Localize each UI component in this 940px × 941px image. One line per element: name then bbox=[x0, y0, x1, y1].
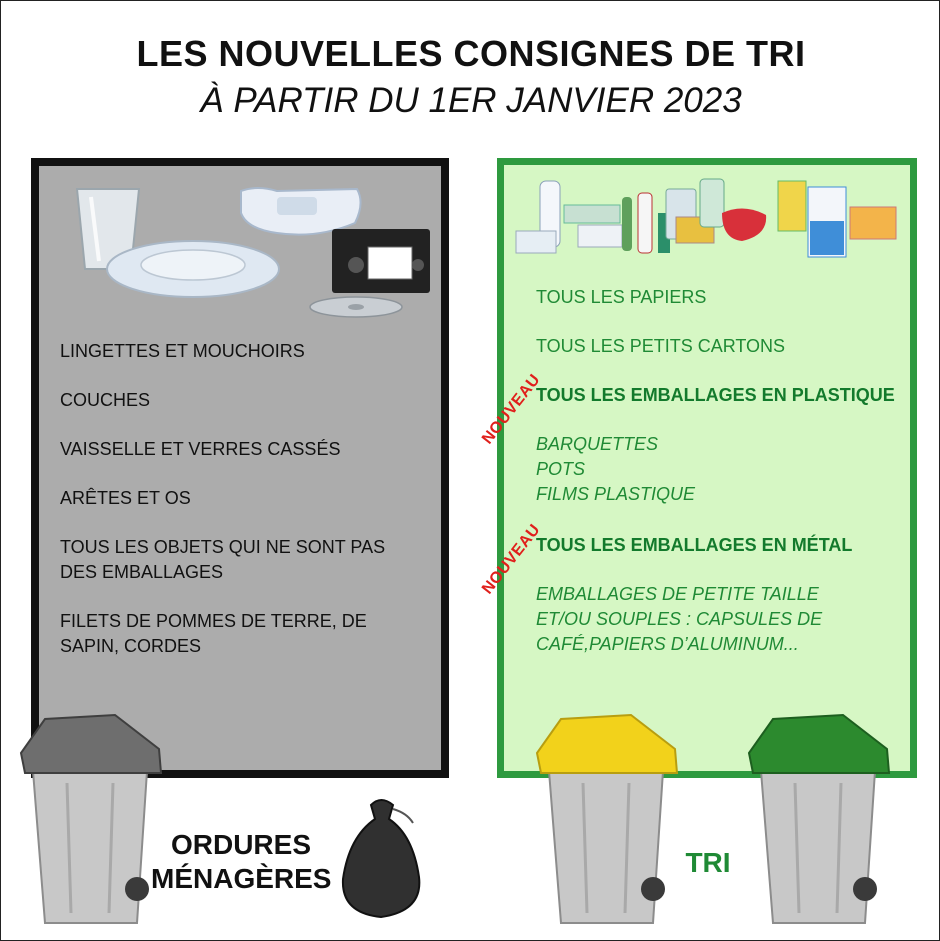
wheelie-bin-icon bbox=[535, 713, 679, 924]
list-item: FILMS PLASTIQUE bbox=[536, 484, 696, 504]
wheelie-bin-icon bbox=[19, 713, 163, 924]
list-item: EMBALLAGES DE PETITE TAILLE ET/OU SOUPLE… bbox=[536, 584, 823, 654]
tri-list: TOUS LES PAPIERS TOUS LES PETITS CARTONS… bbox=[536, 285, 906, 657]
list-item: LINGETTES ET MOUCHOIRS bbox=[60, 341, 305, 361]
videotape-icon bbox=[332, 229, 430, 293]
page-title: LES NOUVELLES CONSIGNES DE TRI bbox=[136, 33, 806, 74]
page-subtitle: À PARTIR DU 1ER JANVIER 2023 bbox=[200, 81, 742, 120]
list-item: ARÊTES ET OS bbox=[60, 488, 191, 508]
tri-label: TRI bbox=[685, 847, 731, 878]
list-item: TOUS LES EMBALLAGES EN MÉTAL bbox=[536, 535, 853, 555]
tri-panel bbox=[497, 158, 917, 778]
cd-icon bbox=[309, 296, 403, 318]
list-item: FILETS DE POMMES DE TERRE, DE SAPIN, COR… bbox=[60, 611, 367, 656]
list-item: COUCHES bbox=[60, 390, 151, 410]
ordures-label: ORDURES MÉNAGÈRES bbox=[151, 829, 332, 894]
list-item: TOUS LES OBJETS QUI NE SONT PAS DES EMBA… bbox=[60, 537, 386, 582]
list-item: BARQUETTES bbox=[536, 434, 659, 454]
list-item: TOUS LES EMBALLAGES EN PLASTIQUE bbox=[536, 385, 895, 405]
packaging-icon bbox=[515, 178, 897, 258]
diaper-icon bbox=[240, 187, 362, 236]
list-item: TOUS LES PAPIERS bbox=[536, 287, 707, 307]
ordures-list: LINGETTES ET MOUCHOIRS COUCHES VAISSELLE… bbox=[60, 339, 410, 683]
list-item: TOUS LES PETITS CARTONS bbox=[536, 336, 786, 356]
list-item: VAISSELLE ET VERRES CASSÉS bbox=[60, 439, 341, 459]
trash-bag-icon bbox=[341, 799, 421, 919]
plate-icon bbox=[106, 240, 280, 298]
list-item: POTS bbox=[536, 459, 586, 479]
wheelie-bin-icon bbox=[747, 713, 891, 924]
